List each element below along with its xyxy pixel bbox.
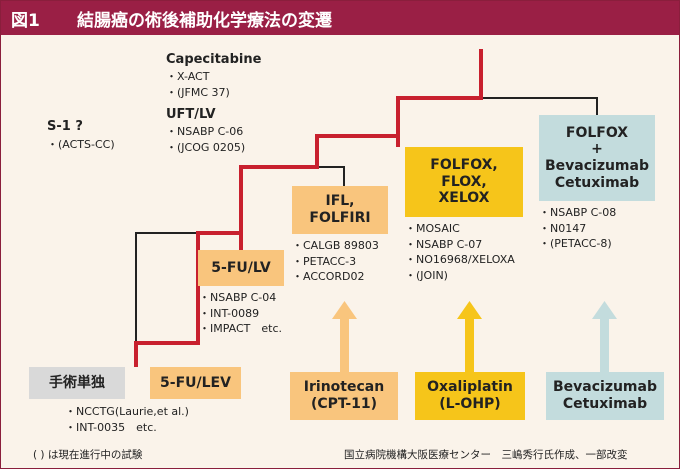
trial-item: ・NSABP C-07 [405, 237, 483, 251]
trial-item: ・NSABP C-06 [166, 125, 244, 138]
trial-item: ・X-ACT [166, 70, 210, 83]
box-label: Bevacizumab [544, 158, 649, 174]
trial-item: ・(JOIN) [405, 268, 448, 282]
arrow-oxaliplatin [457, 301, 482, 372]
arrow-irinotecan [332, 301, 357, 372]
trial-item: ・(ACTS-CC) [47, 138, 115, 151]
trial-item: ・PETACC-3 [292, 254, 357, 268]
box-label: IFL, [325, 193, 355, 210]
arrow-bevacizumab [592, 301, 617, 372]
box-label: 手術単独 [49, 374, 105, 391]
box-label: FOLFOX, [430, 157, 498, 174]
box-label: FLOX, [441, 173, 487, 190]
trial-item: ・ACCORD02 [292, 270, 365, 283]
s1-title: S-1 ? [47, 119, 83, 134]
surgery-trials: ・NCCTG(Laurie,et al.) ・INT-0035 etc. [65, 404, 189, 435]
box-label: 5-FU/LEV [160, 374, 231, 391]
trial-item: ・INT-0089 [199, 306, 260, 320]
trial-item: ・NO16968/XELOXA [405, 253, 515, 266]
box-label: Irinotecan [303, 379, 385, 396]
footer-note: ( ) は現在進行中の試験 [33, 449, 143, 461]
box-5fu-lev: 5-FU/LEV [150, 367, 241, 399]
trial-item: ・NSABP C-04 [199, 291, 277, 304]
bev-trials: ・NSABP C-08 ・N0147 ・(PETACC-8) [539, 205, 616, 252]
trial-item: ・(JFMC 37) [166, 85, 230, 99]
box-label: Cetuximab [562, 396, 648, 412]
box-label: Cetuximab [554, 174, 640, 191]
box-label: Oxaliplatin [427, 379, 513, 396]
box-5fu-lv: 5-FU/LV [198, 250, 284, 286]
trial-item: ・CALGB 89803 [292, 239, 379, 252]
capecitabine-trials: ・X-ACT ・(JFMC 37) [166, 69, 230, 100]
ifl-trials: ・CALGB 89803 ・PETACC-3 ・ACCORD02 [292, 238, 379, 285]
folfox-trials: ・MOSAIC ・NSABP C-07 ・NO16968/XELOXA ・(JO… [405, 221, 515, 283]
box-label: Bevacizumab [552, 379, 657, 396]
trial-item: ・N0147 [539, 221, 587, 235]
box-surgery-alone: 手術単独 [29, 367, 125, 399]
box-ifl-folfiri: IFL, FOLFIRI [292, 186, 388, 234]
branch-bev [481, 97, 598, 115]
trial-item: ・INT-0035 etc. [65, 420, 157, 434]
box-folfox-bevacizumab-cetuximab: FOLFOX + Bevacizumab Cetuximab [539, 115, 655, 201]
trial-item: ・NSABP C-08 [539, 206, 617, 219]
header-bar: 図1 結腸癌の術後補助化学療法の変遷 [1, 1, 679, 35]
capecitabine-title: Capecitabine [166, 52, 262, 67]
box-irinotecan: Irinotecan (CPT-11) [290, 372, 398, 420]
main-path [134, 49, 483, 367]
box-folfox-flox-xelox: FOLFOX, FLOX, XELOX [405, 147, 523, 217]
box-oxaliplatin: Oxaliplatin (L-OHP) [415, 372, 525, 420]
fu-lv-trials: ・NSABP C-04 ・INT-0089 ・IMPACT etc. [199, 290, 282, 337]
box-label: (L-OHP) [439, 396, 501, 412]
s1-trials: ・(ACTS-CC) [47, 137, 115, 153]
trial-item: ・IMPACT etc. [199, 322, 283, 335]
trial-item: ・(PETACC-8) [539, 237, 612, 250]
box-bevacizumab-cetuximab: Bevacizumab Cetuximab [546, 372, 664, 420]
uft-lv-title: UFT/LV [166, 107, 216, 122]
figure-label: 図1 [11, 11, 40, 31]
figure-title: 結腸癌の術後補助化学療法の変遷 [77, 11, 332, 31]
uft-lv-trials: ・NSABP C-06 ・(JCOG 0205) [166, 124, 245, 155]
branch-ifl [241, 166, 345, 186]
box-label: + [591, 141, 603, 158]
box-label: 5-FU/LV [211, 259, 271, 276]
trial-item: ・NCCTG(Laurie,et al.) [65, 405, 189, 418]
box-label: (CPT-11) [310, 396, 378, 412]
trial-item: ・(JCOG 0205) [166, 140, 246, 154]
box-label: XELOX [438, 190, 490, 207]
box-label: FOLFIRI [309, 210, 371, 226]
box-label: FOLFOX [565, 124, 629, 141]
footer-source: 国立病院機構大阪医療センター 三嶋秀行氏作成、一部改変 [344, 449, 628, 461]
branch-surgery [135, 232, 198, 367]
trial-item: ・MOSAIC [405, 222, 460, 235]
